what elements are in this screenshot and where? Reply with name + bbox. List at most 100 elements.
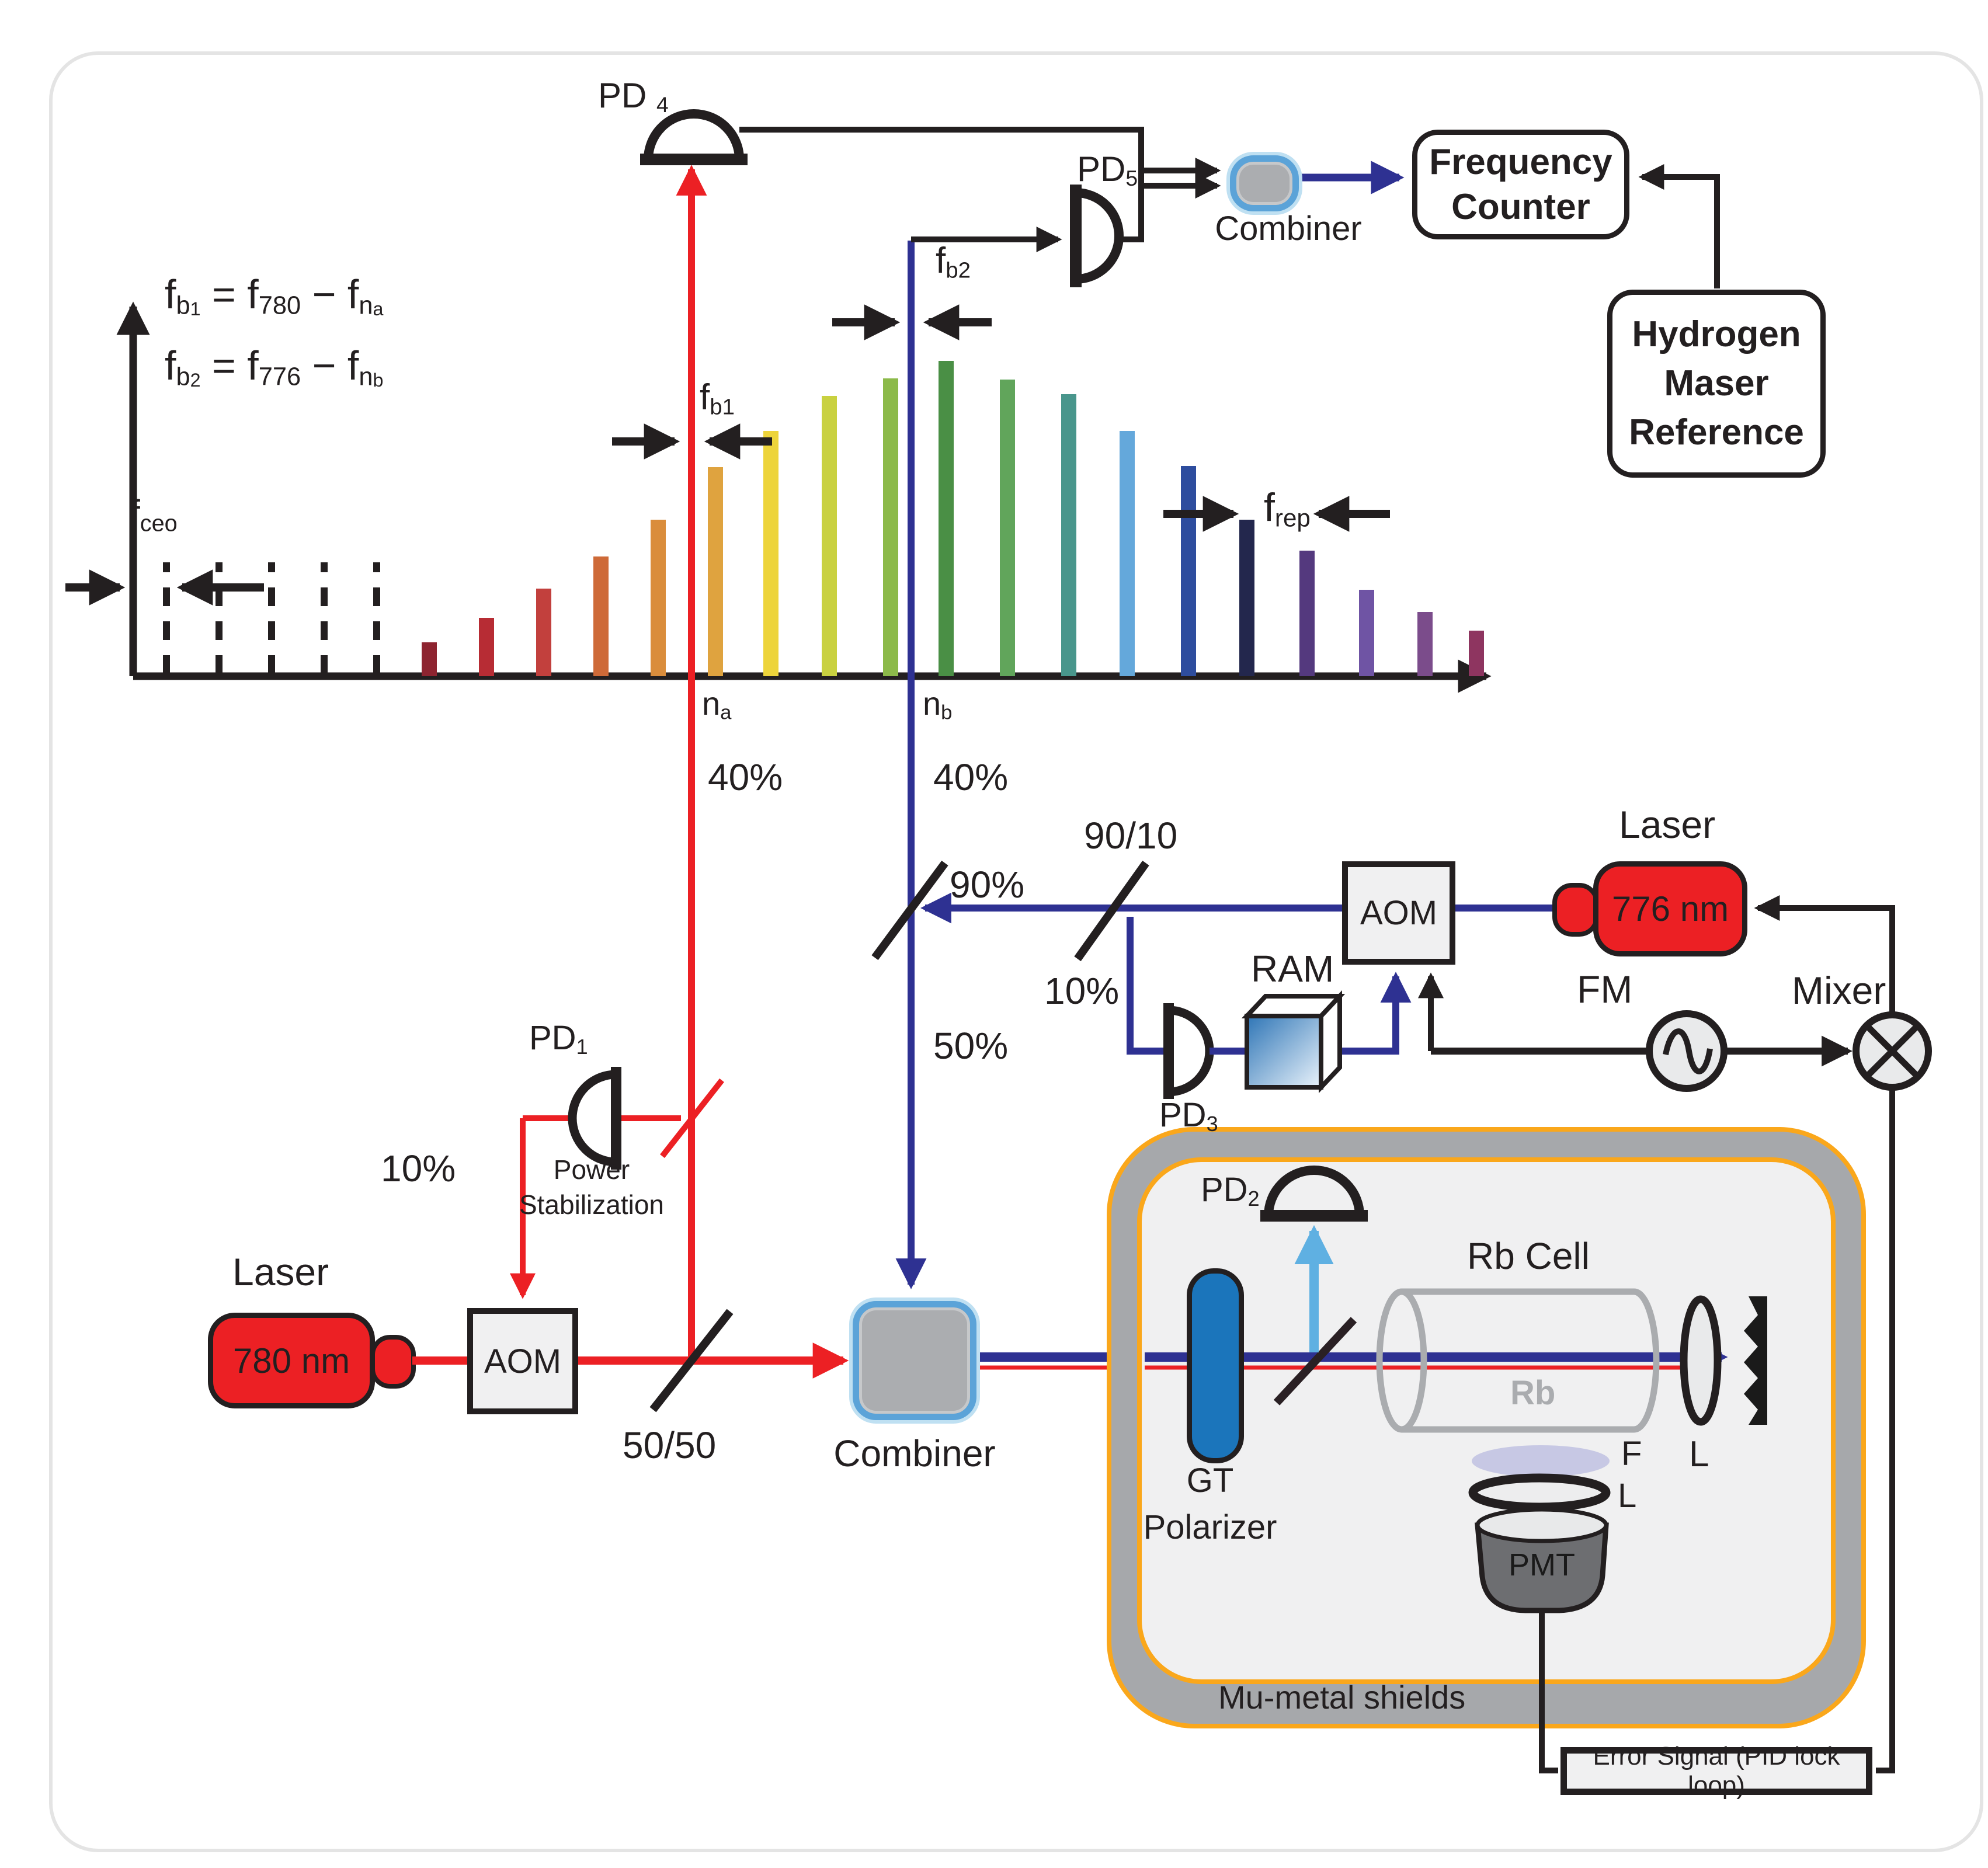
frequency-counter-box: Frequency Counter: [1412, 130, 1629, 239]
laser-776-title: Laser: [1619, 803, 1716, 846]
fb2-label: fb2: [936, 241, 971, 283]
pmt-tube2: [1475, 1507, 1609, 1613]
polarizer-label: Polarizer: [1143, 1508, 1277, 1546]
pct-40-right: 40%: [933, 756, 1009, 798]
comb-tooth: [1181, 466, 1196, 676]
power-stab-line1: Power: [553, 1154, 630, 1185]
maser-line3: Reference: [1629, 412, 1804, 453]
comb-tooth: [1000, 380, 1015, 676]
nb-label: nb: [923, 685, 953, 724]
laser-776: 776 nm: [1593, 861, 1747, 956]
na-label: na: [702, 685, 732, 724]
rb-cell-cylinder2: [1376, 1288, 1660, 1433]
combiner-bottom: [853, 1301, 976, 1420]
aom-780-label: AOM: [484, 1342, 562, 1380]
fb1-label: fb1: [700, 377, 735, 420]
frequency-counter-line2: Counter: [1451, 187, 1590, 227]
rb-label: Rb: [1510, 1374, 1556, 1412]
comb-tooth: [651, 520, 666, 676]
aom-776-label: AOM: [1360, 894, 1438, 932]
pmt-label: PMT: [1509, 1547, 1575, 1582]
error-signal-label: Error Signal (PID lock loop): [1593, 1742, 1840, 1800]
equation-fb1: fb1 = f780 − fna: [165, 272, 384, 320]
pmt-to-error-wire2: [1539, 1610, 1558, 1773]
pd1-pickoff-mirror: [660, 1078, 724, 1159]
comb-tooth: [1469, 631, 1484, 676]
pd4-pd5-wires: [739, 127, 1221, 253]
laser-780-value: 780 nm: [232, 1341, 350, 1380]
comb-tooth: [822, 396, 837, 676]
comb-tooth: [479, 618, 494, 676]
mixer-to-error-wire: [1876, 1090, 1895, 1773]
fceo-label: fceo: [130, 492, 178, 537]
pd1-label: PD1: [529, 1019, 588, 1059]
ram-cube: [1241, 990, 1346, 1094]
comb-tooth: [1359, 590, 1374, 676]
fm-oscillator: [1646, 1010, 1728, 1092]
filter-label: F: [1621, 1435, 1642, 1473]
pct-90: 90%: [950, 864, 1025, 906]
mixer-label: Mixer: [1792, 969, 1886, 1012]
pct-50: 50%: [933, 1025, 1009, 1067]
comb-tooth: [708, 467, 723, 676]
gt-polarizer: [1187, 1268, 1244, 1463]
aom-780: AOM: [467, 1308, 578, 1414]
comb-tooth: [1417, 612, 1433, 676]
comb-tooth: [593, 556, 609, 676]
mixer-to-laser-wire: [1754, 895, 1895, 1013]
gt-label: GT: [1186, 1462, 1234, 1500]
mu-metal-label: Mu-metal shields: [1218, 1679, 1466, 1716]
pd5-label: PD5: [1077, 149, 1138, 191]
comb-teeth: [163, 361, 1484, 676]
splitter-90-on-blue: [871, 860, 948, 961]
ratio-5050: 50/50: [623, 1424, 717, 1466]
laser-780: 780 nm: [208, 1313, 375, 1408]
frep-label: frep: [1264, 485, 1311, 532]
comb-tooth: [1299, 551, 1315, 676]
ram-label: RAM: [1251, 948, 1334, 990]
aom-776: AOM: [1342, 861, 1455, 965]
error-signal-box: Error Signal (PID lock loop): [1560, 1742, 1872, 1800]
combiner-bottom-label: Combiner: [833, 1432, 996, 1474]
fm-label: FM: [1577, 968, 1633, 1011]
comb-tooth: [883, 378, 898, 676]
frequency-counter-line1: Frequency: [1429, 141, 1612, 182]
pd5-photodetector: [1070, 185, 1124, 287]
ratio-9010: 90/10: [1084, 815, 1178, 857]
lens-v-label: L: [1689, 1434, 1709, 1474]
laser-776-value: 776 nm: [1611, 889, 1729, 928]
splitter-5050: [649, 1309, 734, 1413]
lens-vertical2: [1680, 1295, 1722, 1426]
pickoff-10-wire: [1127, 917, 1165, 1055]
pd2-pickoff-mirror2: [1273, 1317, 1357, 1406]
comb-tooth: [536, 589, 551, 676]
filter-F2: [1472, 1445, 1610, 1477]
pd4-label: PD 4: [598, 76, 669, 117]
splitter-9010: [1074, 860, 1149, 962]
lens-h-label: L: [1618, 1477, 1637, 1515]
equation-fb2: fb2 = f776 − fnb: [165, 343, 384, 391]
comb-tooth: [1239, 520, 1254, 676]
combiner-top: [1230, 155, 1299, 211]
beam-dump2: [1744, 1296, 1767, 1425]
maser-line1: Hydrogen: [1632, 314, 1801, 355]
pct-10-top: 10%: [1044, 970, 1120, 1012]
comb-tooth: [422, 642, 437, 676]
lens-horizontal2: [1468, 1473, 1611, 1512]
maser-line2: Maser: [1664, 363, 1769, 404]
pd3-photodetector: [1163, 1003, 1214, 1099]
combiner-top-label: Combiner: [1215, 210, 1362, 248]
pd2-label: PD2: [1201, 1171, 1260, 1210]
figure-border: [49, 51, 1983, 1852]
rb-cell-label: Rb Cell: [1467, 1235, 1590, 1277]
power-stab-line2: Stabilization: [519, 1189, 665, 1220]
comb-tooth: [1061, 394, 1076, 676]
pd2-photodetector2: [1260, 1166, 1368, 1222]
laser-780-title: Laser: [232, 1250, 329, 1293]
pct-10-bottom: 10%: [381, 1147, 456, 1189]
fm-wires: [1417, 972, 1853, 1067]
comb-axes: [116, 301, 1492, 693]
pct-40-left: 40%: [708, 756, 783, 798]
pd3-label: PD3: [1159, 1096, 1218, 1136]
